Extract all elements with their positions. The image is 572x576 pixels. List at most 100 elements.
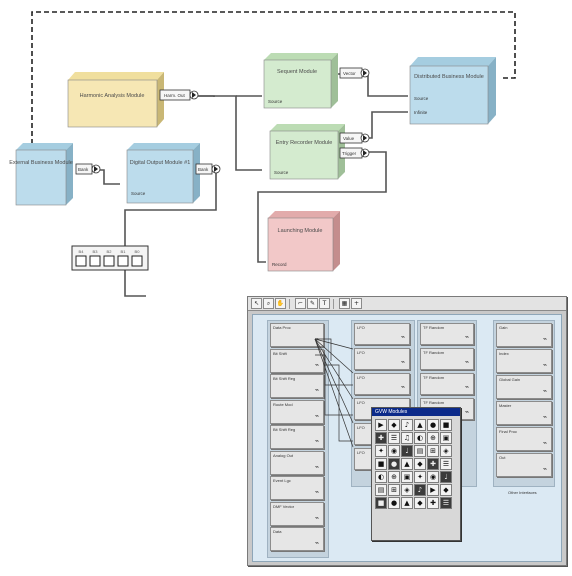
palette-module-icon[interactable]: ■ xyxy=(375,497,387,509)
palette-module-icon[interactable]: ▶ xyxy=(375,419,387,431)
palette-module-icon[interactable]: ✚ xyxy=(427,458,439,470)
column-2-module-tile[interactable]: LFO⌁ xyxy=(354,323,410,345)
column-4-module-tile[interactable]: Master⌁ xyxy=(496,401,552,425)
column-3-module-tile[interactable]: TF Random⌁ xyxy=(420,323,474,345)
switch-label: B3 xyxy=(93,249,99,254)
switch-toggle[interactable] xyxy=(75,255,87,267)
switch-toggle[interactable] xyxy=(117,255,129,267)
module-tile-icon: ⌁ xyxy=(542,335,547,343)
column-4-module-tile[interactable]: Index⌁ xyxy=(496,349,552,373)
palette-module-icon[interactable]: ✚ xyxy=(375,432,387,444)
text-icon[interactable]: T xyxy=(319,298,330,309)
port-arrow-icon xyxy=(363,150,367,156)
palette-module-icon[interactable]: ⊞ xyxy=(388,484,400,496)
palette-module-icon[interactable]: ▣ xyxy=(401,471,413,483)
column-1-module-tile[interactable]: Data⌁ xyxy=(270,527,324,551)
palette-module-icon[interactable]: ▲ xyxy=(401,497,413,509)
column-1-module-tile[interactable]: Bit Shift⌁ xyxy=(270,348,324,373)
sequent-vector-port[interactable]: Vector xyxy=(339,67,370,79)
column-1-module-tile[interactable]: Bit Shift Reg⌁ xyxy=(270,374,324,398)
column-4-module-tile[interactable]: Final Proc⌁ xyxy=(496,427,552,451)
harmonic-out-port[interactable]: Harm. Out xyxy=(159,89,199,101)
column-1-module-tile[interactable]: Bit Shift Reg⌁ xyxy=(270,425,324,449)
palette-module-icon[interactable]: ◈ xyxy=(440,445,452,457)
zoom-icon[interactable]: ⌕ xyxy=(263,298,274,309)
column-4-module-tile[interactable]: Gain ⌁ xyxy=(496,323,552,347)
module-tile-label: TF Random xyxy=(423,325,445,330)
module-palette[interactable]: GVW Modules ▶◆♪▲●■✚☰♫◐⊕▣✦◉♩▤⊞◈■●▲◆✚☰◐⊕▣✦… xyxy=(371,407,461,541)
palette-module-icon[interactable]: ♩ xyxy=(440,471,452,483)
column-1-module-tile[interactable]: Event Lgc⌁ xyxy=(270,476,324,500)
entry-trigger-port[interactable]: Trigger xyxy=(339,147,370,159)
digital-output-module[interactable]: Digital Output Module #1 Source xyxy=(126,143,200,204)
palette-module-icon[interactable]: ◆ xyxy=(414,458,426,470)
switch-toggle[interactable] xyxy=(89,255,101,267)
palette-module-icon[interactable]: ✚ xyxy=(427,497,439,509)
port-arrow-icon xyxy=(363,70,367,76)
pencil-icon[interactable]: ✎ xyxy=(307,298,318,309)
palette-module-icon[interactable]: ■ xyxy=(440,419,452,431)
module-tile-label: LFO xyxy=(357,425,365,430)
column-1-module-tile[interactable]: Route Mod⌁ xyxy=(270,399,324,424)
palette-module-icon[interactable]: ✦ xyxy=(375,445,387,457)
palette-module-icon[interactable]: ☰ xyxy=(440,458,452,470)
column-4-module-tile[interactable]: Global Gain⌁ xyxy=(496,375,552,399)
palette-module-icon[interactable]: ▲ xyxy=(401,458,413,470)
palette-module-icon[interactable]: ▲ xyxy=(414,419,426,431)
column-3-module-tile[interactable]: TF Random⌁ xyxy=(420,348,474,370)
module-tile-label: Gain xyxy=(499,325,508,330)
column-4-module-tile[interactable]: Out⌁ xyxy=(496,453,552,477)
sequent-module[interactable]: Sequent Module Source xyxy=(263,53,338,109)
palette-module-icon[interactable]: ◆ xyxy=(388,419,400,431)
palette-module-icon[interactable]: ▣ xyxy=(440,432,452,444)
palette-module-icon[interactable]: ▶ xyxy=(427,484,439,496)
column-3-module-tile[interactable]: TF Random⌁ xyxy=(420,373,474,395)
palette-module-icon[interactable]: ◐ xyxy=(414,432,426,444)
grid-icon[interactable]: ▦ xyxy=(339,298,350,309)
editor-canvas[interactable]: Data Proc⌁Bit Shift⌁Bit Shift Reg⌁Route … xyxy=(252,314,562,562)
launching-module[interactable]: Launching Module Record xyxy=(267,211,340,272)
palette-module-icon[interactable]: ◆ xyxy=(414,497,426,509)
palette-module-icon[interactable]: ◉ xyxy=(427,471,439,483)
palette-module-icon[interactable]: ☰ xyxy=(388,432,400,444)
external-business-module[interactable]: External Business Module xyxy=(9,143,73,206)
palette-module-icon[interactable]: ▤ xyxy=(414,445,426,457)
palette-module-icon[interactable]: ☰ xyxy=(440,497,452,509)
column-1-module-tile[interactable]: DMF Vector⌁ xyxy=(270,501,324,526)
palette-module-icon[interactable]: ▤ xyxy=(375,484,387,496)
palette-module-icon[interactable]: ♪ xyxy=(401,419,413,431)
module-tile-label: LFO xyxy=(357,400,365,405)
wire-icon[interactable]: ⌐ xyxy=(295,298,306,309)
palette-module-icon[interactable]: ♪ xyxy=(414,484,426,496)
palette-module-icon[interactable]: ♫ xyxy=(401,432,413,444)
harmonic-analysis-module[interactable]: Harmonic Analysis Module xyxy=(67,72,164,128)
palette-module-icon[interactable]: ● xyxy=(388,497,400,509)
column-2-module-tile[interactable]: LFO⌁ xyxy=(354,348,410,370)
palette-module-icon[interactable]: ◈ xyxy=(401,484,413,496)
column-1-module-tile[interactable]: Data Proc⌁ xyxy=(270,323,324,347)
digital-bank-port[interactable]: Bank xyxy=(195,163,221,175)
palette-module-icon[interactable]: ⊕ xyxy=(388,471,400,483)
cursor-icon[interactable]: ↖ xyxy=(251,298,262,309)
entry-recorder-module[interactable]: Entry Recorder Module Source xyxy=(269,124,345,180)
distributed-business-module[interactable]: Distributed Business Module Source Infin… xyxy=(409,57,496,125)
palette-module-icon[interactable]: ◆ xyxy=(440,484,452,496)
external-bank-port[interactable]: Bank xyxy=(75,163,101,175)
palette-module-icon[interactable]: ■ xyxy=(375,458,387,470)
palette-module-icon[interactable]: ✦ xyxy=(414,471,426,483)
entry-value-port[interactable]: Value xyxy=(339,132,370,144)
switch-toggle[interactable] xyxy=(103,255,115,267)
palette-module-icon[interactable]: ⊕ xyxy=(427,432,439,444)
palette-module-icon[interactable]: ⊞ xyxy=(427,445,439,457)
plus-icon[interactable]: + xyxy=(351,298,362,309)
palette-module-icon[interactable]: ◉ xyxy=(388,445,400,457)
switch-toggle[interactable] xyxy=(131,255,143,267)
column-2-module-tile[interactable]: LFO⌁ xyxy=(354,373,410,395)
palette-module-icon[interactable]: ● xyxy=(388,458,400,470)
palette-module-icon[interactable]: ● xyxy=(427,419,439,431)
column-1-module-tile[interactable]: Analog Out⌁ xyxy=(270,450,324,475)
palette-module-icon[interactable]: ♩ xyxy=(401,445,413,457)
hand-icon[interactable]: ✋ xyxy=(275,298,286,309)
palette-module-icon[interactable]: ◐ xyxy=(375,471,387,483)
